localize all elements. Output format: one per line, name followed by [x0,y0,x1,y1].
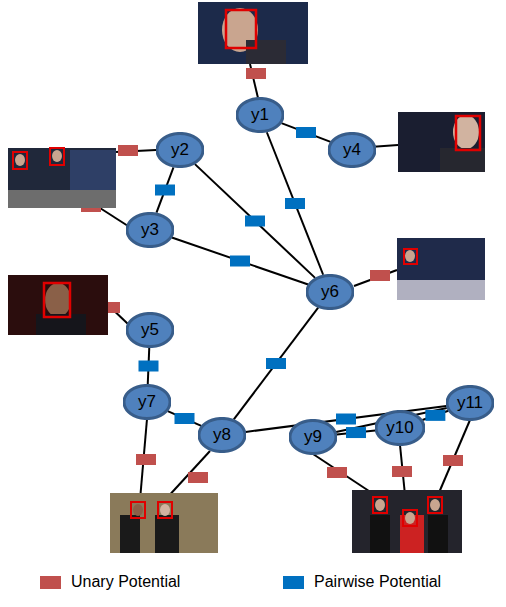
variable-node: y5 [126,312,174,348]
pairwise-potential [336,414,356,425]
pairwise-potential [425,410,445,421]
node-label: y10 [386,418,413,438]
node-label: y3 [141,220,159,240]
photo [352,490,462,553]
photo [398,112,485,172]
legend-item: Pairwise Potential [283,573,441,591]
legend-item: Unary Potential [40,573,180,591]
variable-node: y10 [375,410,425,446]
pairwise-potential [139,361,159,372]
pairwise-potential [296,127,316,138]
pairwise-potential [245,216,265,227]
photo [198,2,308,64]
variable-node: y11 [446,385,494,421]
pairwise-potential [230,256,250,267]
pairwise-edge [337,427,375,438]
variable-node: y8 [198,417,246,453]
variable-node: y7 [123,384,171,420]
node-label: y4 [343,140,361,160]
variable-node: y2 [156,132,204,168]
pairwise-potential [266,358,286,369]
pairwise-potential [155,185,175,196]
photo [8,148,116,208]
legend-swatch [283,576,304,589]
pairwise-edge [234,308,318,420]
pairwise-potential [175,413,195,424]
pairwise-edge [139,348,159,384]
photo [397,238,485,300]
pairwise-edge [281,123,330,142]
pairwise-edge [172,238,308,285]
pairwise-edge [267,132,323,274]
pairwise-edge [168,411,202,426]
node-label: y6 [321,282,339,302]
node-label: y2 [171,140,189,160]
pairwise-edge [422,410,448,421]
variable-node: y6 [306,274,354,310]
legend-swatch [40,576,61,589]
legend-label: Unary Potential [71,573,180,591]
variable-node: y3 [126,212,174,248]
variable-node: y1 [236,97,284,133]
node-label: y8 [213,425,231,445]
variable-node: y9 [289,419,337,455]
pairwise-potential [346,427,366,438]
pairwise-edge [155,167,175,212]
photo [8,275,108,335]
node-label: y9 [304,427,322,447]
legend-label: Pairwise Potential [314,573,441,591]
node-label: y11 [457,393,483,413]
photo [110,493,218,553]
node-label: y7 [138,392,156,412]
pairwise-potential [285,198,305,209]
pairwise-edge [195,164,315,278]
variable-node: y4 [328,132,376,168]
node-label: y1 [251,105,269,125]
node-label: y5 [141,320,159,340]
